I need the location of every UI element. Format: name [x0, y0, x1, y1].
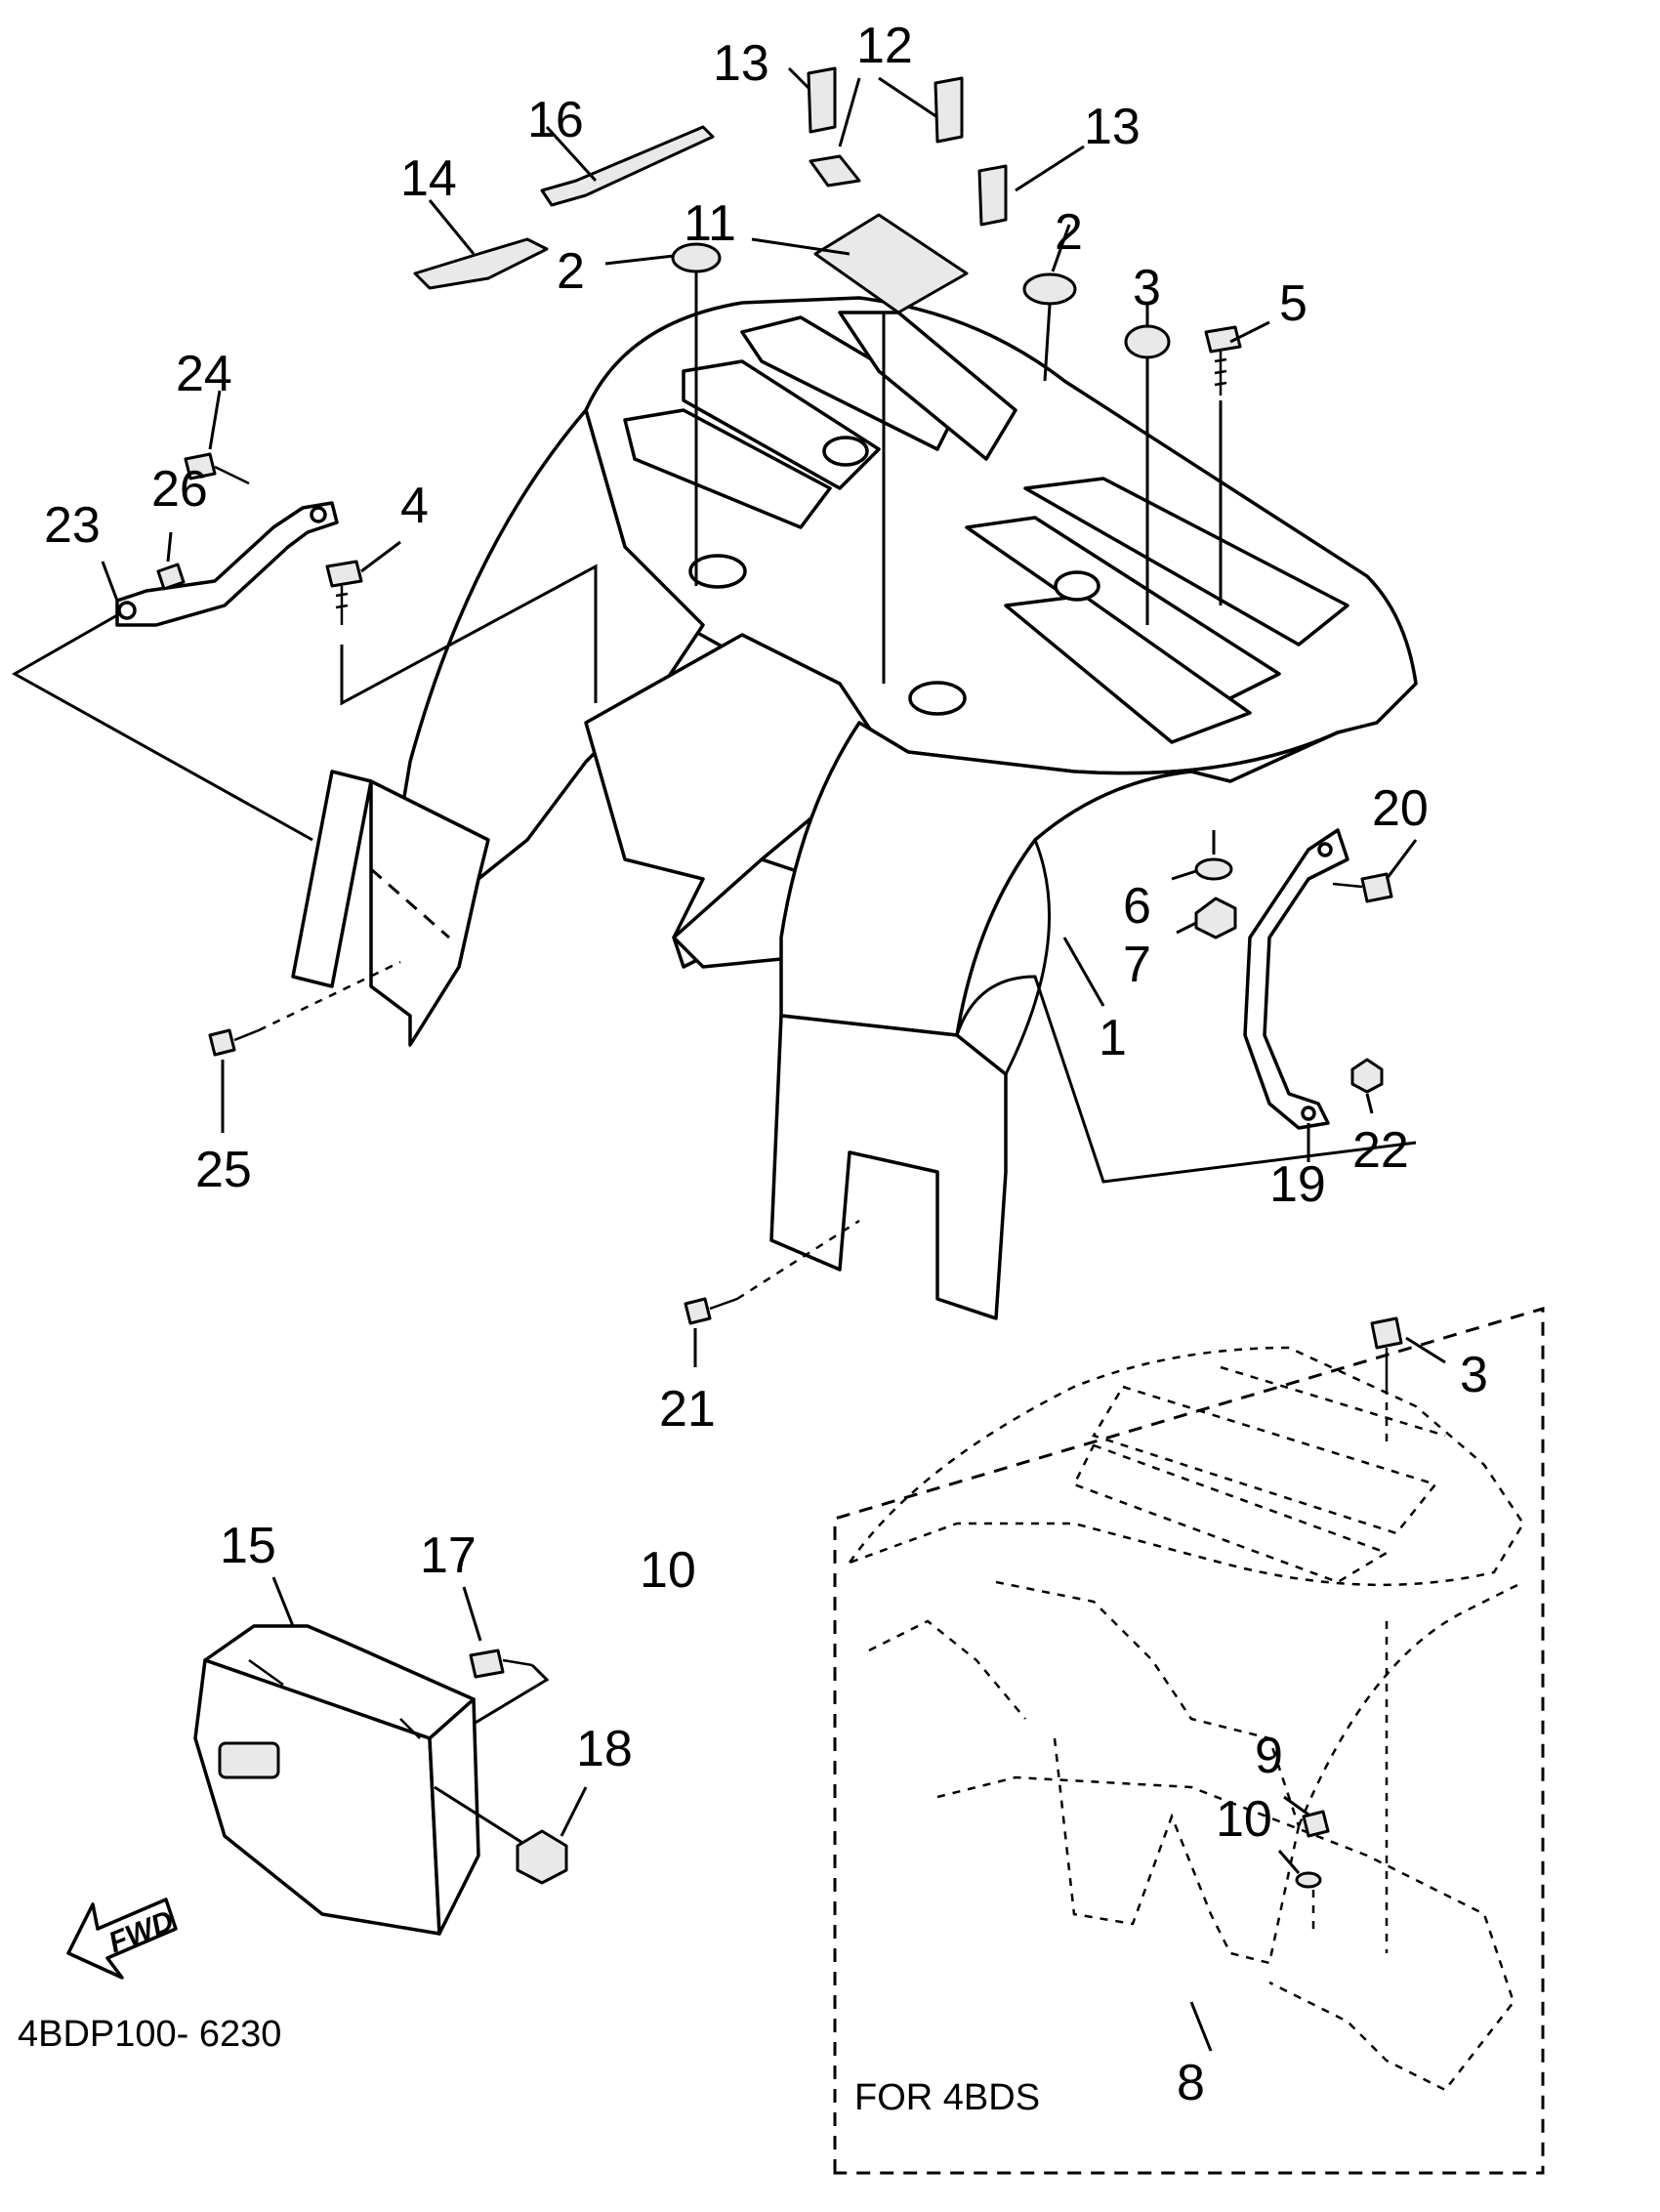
cushion-13b: [977, 164, 1008, 227]
cushion-12b: [934, 76, 964, 144]
callout-9: 9: [1255, 1728, 1283, 1784]
callout-25: 25: [195, 1142, 252, 1198]
callout-17: 17: [420, 1527, 477, 1584]
callout-23: 23: [44, 497, 101, 554]
callout-6: 6: [1123, 878, 1151, 935]
cushion-12a: [809, 154, 861, 188]
callout-8: 8: [1177, 2055, 1205, 2111]
callout-11: 11: [684, 195, 736, 252]
callout-7: 7: [1123, 937, 1151, 993]
callout-10b: 10: [1216, 1791, 1272, 1848]
callout-1: 1: [1099, 1010, 1127, 1066]
nut-18: [516, 1829, 568, 1885]
callout-3b: 3: [1460, 1347, 1488, 1403]
callout-4: 4: [400, 478, 429, 534]
inset-note: FOR 4BDS: [854, 2077, 1040, 2118]
bolt-5: [1204, 320, 1270, 605]
screw-21: [684, 1219, 860, 1367]
callout-16: 16: [527, 92, 584, 148]
callout-18: 18: [576, 1721, 633, 1777]
diagram-code: 4BDP100- 6230: [18, 2014, 281, 2055]
storage-box-15: [193, 1576, 528, 1936]
callout-24: 24: [176, 346, 232, 402]
bracket-right: [1243, 828, 1418, 1162]
bolt-4: [325, 540, 598, 706]
callout-5: 5: [1279, 275, 1307, 332]
bolt-17: [462, 1586, 550, 1726]
rear-fender-main: [291, 296, 1418, 1320]
callout-22: 22: [1352, 1122, 1409, 1179]
callout-19: 19: [1269, 1156, 1326, 1213]
inset-4bds: FOR 4BDS: [833, 1306, 1545, 2175]
callout-13a: 13: [713, 35, 769, 92]
callout-10a: 10: [640, 1542, 696, 1599]
cushion-13a: [807, 66, 837, 134]
callout-3a: 3: [1133, 260, 1161, 316]
screw-25: [208, 960, 401, 1133]
grommet-right: [1022, 272, 1077, 306]
pad-11: [813, 213, 969, 314]
forward-arrow: FWD: [66, 1898, 178, 1980]
callout-13b: 13: [1084, 99, 1141, 155]
nut-7: [1194, 897, 1237, 939]
callout-2b: 2: [1055, 204, 1083, 261]
washer-6: [1194, 857, 1233, 881]
clip-14: [413, 237, 549, 290]
callout-15: 15: [220, 1518, 276, 1574]
callout-26: 26: [151, 461, 208, 518]
callout-20: 20: [1372, 780, 1429, 837]
bracket-left: [11, 390, 339, 842]
strap-16: [540, 125, 715, 207]
plug-cap: [1124, 324, 1171, 359]
callout-12: 12: [856, 18, 913, 74]
callout-14: 14: [400, 150, 457, 207]
callout-2a: 2: [557, 243, 585, 300]
callout-21: 21: [659, 1381, 716, 1438]
